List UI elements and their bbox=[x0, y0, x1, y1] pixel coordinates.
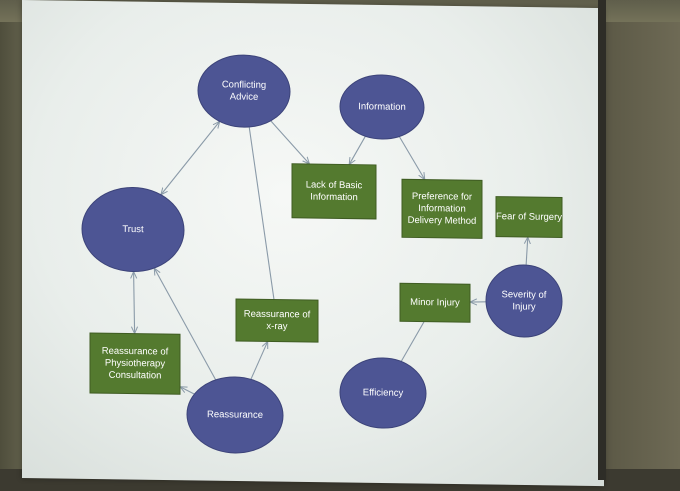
edge-information-to-preference-for-information-delivery-method bbox=[398, 136, 425, 179]
edge-conflicting-advice-to-reassurance-of-x-ray bbox=[248, 126, 275, 300]
node-layer: ConflictingAdviceInformationTrustSeverit… bbox=[81, 54, 563, 454]
box-shape-lack-of-basic-information bbox=[291, 163, 377, 220]
node-minor-injury: Minor Injury bbox=[399, 282, 471, 323]
edge-conflicting-advice-to-trust bbox=[161, 121, 220, 196]
node-label-severity-of-injury: Severity of bbox=[502, 289, 547, 301]
node-label-reassurance-of-physiotherapy-consultation: Physiotherapy bbox=[105, 358, 165, 370]
edge-reassurance-to-trust bbox=[154, 268, 217, 381]
edge-reassurance-to-reassurance-of-physiotherapy-consultation bbox=[180, 387, 195, 395]
node-label-preference-for-information-delivery-method: Information bbox=[418, 203, 466, 215]
edge-severity-of-injury-to-fear-of-surgery bbox=[526, 237, 528, 266]
screen-frame-edge bbox=[598, 0, 606, 480]
node-label-fear-of-surgery: Fear of Surgery bbox=[496, 211, 562, 223]
box-shape-fear-of-surgery bbox=[495, 196, 563, 239]
node-label-severity-of-injury: Injury bbox=[512, 301, 535, 312]
node-label-trust: Trust bbox=[122, 224, 144, 235]
node-label-reassurance-of-physiotherapy-consultation: Consultation bbox=[109, 370, 162, 382]
edge-trust-to-reassurance-of-physiotherapy-consultation bbox=[134, 272, 135, 334]
ellipse-shape-efficiency bbox=[339, 357, 427, 429]
ellipse-shape-reassurance bbox=[186, 376, 284, 454]
node-label-preference-for-information-delivery-method: Preference for bbox=[412, 191, 472, 203]
node-label-preference-for-information-delivery-method: Delivery Method bbox=[408, 215, 477, 227]
node-label-conflicting-advice: Advice bbox=[230, 91, 259, 102]
node-label-information: Information bbox=[358, 101, 406, 113]
box-shape-preference-for-information-delivery-method bbox=[401, 178, 483, 239]
node-label-conflicting-advice: Conflicting bbox=[222, 79, 266, 91]
edge-information-to-lack-of-basic-information bbox=[349, 135, 366, 165]
box-shape-reassurance-of-x-ray bbox=[235, 298, 319, 343]
node-efficiency: Efficiency bbox=[339, 357, 427, 429]
node-label-lack-of-basic-information: Lack of Basic bbox=[306, 179, 363, 191]
edge-severity-of-injury-to-minor-injury bbox=[470, 302, 487, 303]
node-fear-of-surgery: Fear of Surgery bbox=[495, 196, 563, 239]
box-shape-reassurance-of-physiotherapy-consultation bbox=[89, 332, 181, 395]
edge-minor-injury-to-efficiency bbox=[400, 321, 425, 362]
node-label-reassurance: Reassurance bbox=[207, 409, 263, 421]
node-label-lack-of-basic-information: Information bbox=[310, 192, 358, 204]
node-label-minor-injury: Minor Injury bbox=[410, 297, 460, 309]
ellipse-shape-information bbox=[339, 74, 425, 140]
ellipse-shape-conflicting-advice bbox=[197, 54, 291, 128]
node-label-reassurance-of-physiotherapy-consultation: Reassurance of bbox=[102, 346, 169, 358]
concept-map-diagram: ConflictingAdviceInformationTrustSeverit… bbox=[81, 54, 563, 454]
node-trust: Trust bbox=[81, 187, 185, 273]
node-label-efficiency: Efficiency bbox=[363, 387, 404, 399]
node-label-reassurance-of-x-ray: x-ray bbox=[266, 321, 287, 332]
node-label-reassurance-of-x-ray: Reassurance of bbox=[244, 309, 311, 321]
box-shape-minor-injury bbox=[399, 282, 471, 323]
edge-layer bbox=[134, 119, 528, 395]
edge-reassurance-to-reassurance-of-x-ray bbox=[250, 341, 268, 380]
node-reassurance-of-x-ray: Reassurance ofx-ray bbox=[235, 298, 319, 343]
node-reassurance: Reassurance bbox=[186, 376, 284, 454]
node-information: Information bbox=[339, 74, 425, 140]
ellipse-shape-severity-of-injury bbox=[485, 264, 563, 338]
ellipse-shape-trust bbox=[81, 187, 185, 273]
edge-conflicting-advice-to-lack-of-basic-information bbox=[270, 120, 310, 164]
